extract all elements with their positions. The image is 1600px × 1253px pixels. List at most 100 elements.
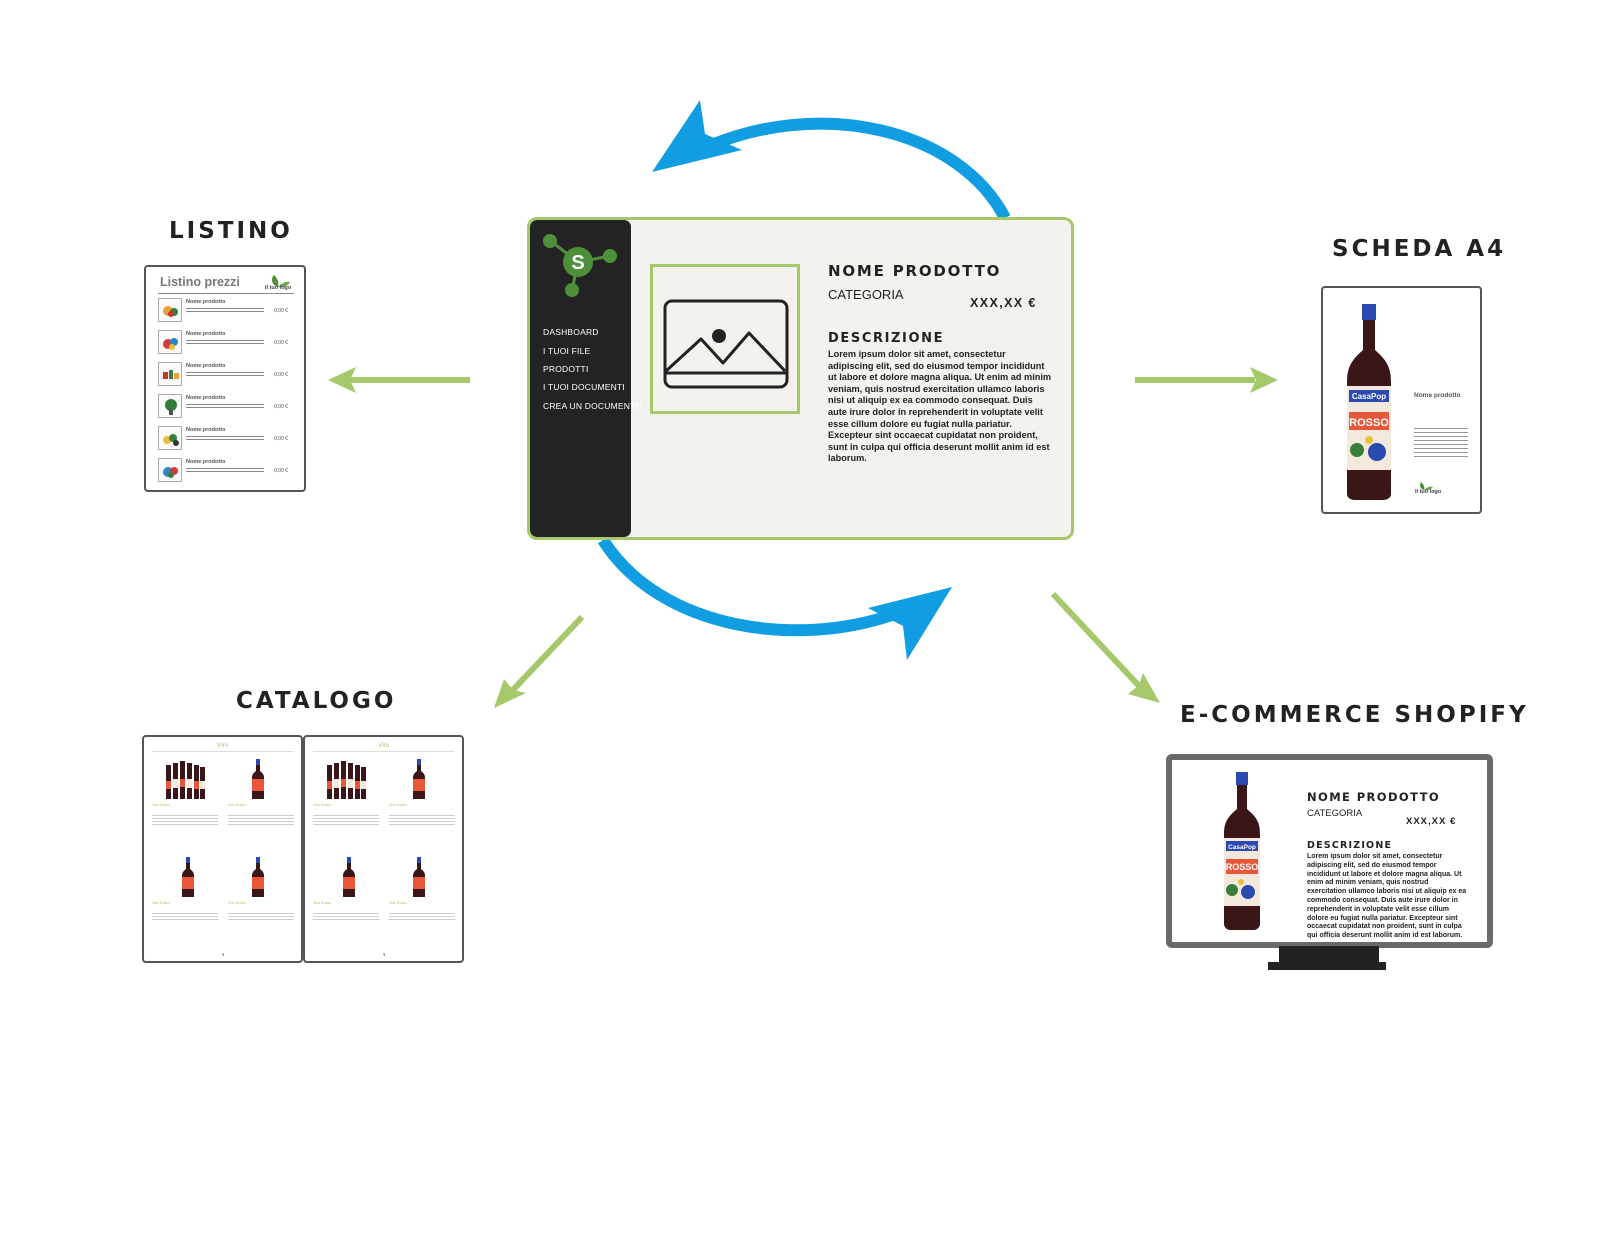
catalogo-item-title: Vino Rosso bbox=[152, 803, 170, 807]
cycle-arrow-bottom bbox=[597, 536, 903, 637]
catalogo-item: Vino Rosso bbox=[313, 759, 383, 849]
leaf-logo-icon bbox=[271, 275, 290, 288]
listino-row: Nome prodotto 0,00 € bbox=[158, 330, 296, 356]
cycle-arrow-bottom-head bbox=[868, 587, 952, 660]
wine-bottles-group-icon bbox=[327, 761, 366, 799]
app-logo-icon: S bbox=[543, 234, 617, 297]
wine-bottle-icon bbox=[413, 759, 425, 799]
arrow-to-shopify bbox=[1050, 591, 1160, 703]
wine-bottle-icon bbox=[343, 857, 355, 897]
listino-row-price: 0,00 € bbox=[274, 372, 288, 378]
catalogo-item: Vino Rosso bbox=[313, 857, 383, 947]
app-product-name: NOME PRODOTTO bbox=[828, 262, 1002, 280]
listino-document: Listino prezzi Il tuo logo Nome prodotto… bbox=[144, 265, 306, 492]
product-thumb bbox=[158, 330, 182, 354]
title-scheda-a4: SCHEDA A4 bbox=[1332, 236, 1507, 262]
catalogo-item: Vino Rosso bbox=[152, 857, 222, 947]
listino-row: Nome prodotto 0,00 € bbox=[158, 394, 296, 420]
listino-row-price: 0,00 € bbox=[274, 308, 288, 314]
wine-bottles-group-icon bbox=[166, 761, 205, 799]
monitor-stand-neck bbox=[1279, 946, 1379, 964]
listino-row-price: 0,00 € bbox=[274, 436, 288, 442]
app-description-title: DESCRIZIONE bbox=[828, 331, 945, 346]
wine-bottle-icon: CasaPop ROSSO bbox=[1347, 304, 1391, 500]
listino-row: Nome prodotto 0,00 € bbox=[158, 362, 296, 388]
wine-bottle-icon bbox=[252, 857, 264, 897]
cycle-arrow-top bbox=[697, 117, 1011, 221]
listino-title: Listino prezzi bbox=[160, 275, 240, 289]
menu-item-i-tuoi-documenti[interactable]: I TUOI DOCUMENTI bbox=[543, 382, 625, 392]
listino-row-price: 0,00 € bbox=[274, 468, 288, 474]
title-catalogo: CATALOGO bbox=[236, 688, 397, 714]
shop-price: XXX,XX € bbox=[1406, 816, 1457, 827]
product-thumb bbox=[158, 298, 182, 322]
product-thumb bbox=[158, 426, 182, 450]
cycle-arrow-top-head bbox=[652, 100, 742, 172]
app-sidebar: S DASHBOARD I TUOI FILE PRODOTTI I TUOI … bbox=[530, 220, 642, 537]
listino-row-price: 0,00 € bbox=[274, 404, 288, 410]
monitor-stand-base bbox=[1268, 962, 1386, 970]
catalogo-item: Vino Rosso bbox=[389, 759, 459, 849]
listino-row-name: Nome prodotto bbox=[186, 331, 226, 337]
catalogo-item: Vino Rosso bbox=[152, 759, 222, 849]
catalogo-item-title: Vino Rosso bbox=[389, 803, 407, 807]
app-logo-letter: S bbox=[571, 252, 584, 274]
listino-row-name: Nome prodotto bbox=[186, 363, 226, 369]
wine-bottle-icon bbox=[182, 857, 194, 897]
listino-row: Nome prodotto 0,00 € bbox=[158, 458, 296, 484]
catalogo-item: Vino Rosso bbox=[389, 857, 459, 947]
leaf-logo-icon bbox=[1420, 482, 1433, 491]
listino-row-price: 0,00 € bbox=[274, 340, 288, 346]
wine-bottle-icon: CasaPop ROSSO bbox=[1224, 772, 1260, 930]
menu-item-crea-un-documento[interactable]: CREA UN DOCUMENTO bbox=[543, 401, 643, 411]
shop-description-text: Lorem ipsum dolor sit amet, consectetur … bbox=[1307, 853, 1467, 940]
catalogo-page-right: Vini Vino Rosso Vino Rosso Vino Rosso bbox=[303, 735, 464, 963]
product-thumb bbox=[158, 458, 182, 482]
listino-row-name: Nome prodotto bbox=[186, 427, 226, 433]
product-thumb bbox=[158, 362, 182, 386]
shop-product-name: NOME PRODOTTO bbox=[1307, 790, 1441, 804]
listino-row-name: Nome prodotto bbox=[186, 299, 226, 305]
catalogo-item: Vino Rosso bbox=[228, 759, 298, 849]
catalogo-item-title: Vino Rosso bbox=[313, 901, 331, 905]
leaf-logo-icon bbox=[383, 953, 385, 956]
catalogo-page-heading: Vini bbox=[378, 742, 389, 749]
shop-description-title: DESCRIZIONE bbox=[1307, 840, 1393, 851]
wine-bottle-icon bbox=[413, 857, 425, 897]
ecommerce-monitor: CasaPop ROSSO NOME PRODOTTO CATEGORIA XX… bbox=[1166, 754, 1493, 948]
catalogo-page-left: Vini Vino Rosso Vino Rosso Vino Rosso bbox=[142, 735, 303, 963]
app-window: S DASHBOARD I TUOI FILE PRODOTTI I TUOI … bbox=[527, 217, 1074, 540]
listino-row-name: Nome prodotto bbox=[186, 459, 226, 465]
bottle-label: ROSSO bbox=[1226, 862, 1259, 872]
menu-item-prodotti[interactable]: PRODOTTI bbox=[543, 364, 589, 374]
bottle-brand: CasaPop bbox=[1228, 844, 1256, 851]
scheda-product-name: Nome prodotto bbox=[1414, 392, 1461, 399]
title-listino: LISTINO bbox=[169, 218, 293, 244]
shop-category: CATEGORIA bbox=[1307, 808, 1363, 819]
title-ecommerce-shopify: E-COMMERCE SHOPIFY bbox=[1180, 702, 1529, 728]
catalogo-item-title: Vino Rosso bbox=[389, 901, 407, 905]
app-price: XXX,XX € bbox=[970, 296, 1037, 310]
image-placeholder-icon bbox=[663, 299, 789, 389]
catalogo-item-title: Vino Rosso bbox=[152, 901, 170, 905]
bottle-label: ROSSO bbox=[1349, 417, 1389, 429]
leaf-logo-icon bbox=[222, 953, 224, 956]
wine-bottle-icon bbox=[252, 759, 264, 799]
product-image-placeholder[interactable] bbox=[650, 264, 800, 414]
arrow-to-scheda bbox=[1135, 367, 1278, 393]
bottle-brand: CasaPop bbox=[1352, 392, 1386, 401]
catalogo-item-title: Vino Rosso bbox=[313, 803, 331, 807]
product-thumb bbox=[158, 394, 182, 418]
listino-divider bbox=[158, 293, 294, 294]
menu-item-dashboard[interactable]: DASHBOARD bbox=[543, 327, 599, 337]
scheda-logo-text: Il tuo logo bbox=[1415, 489, 1442, 495]
listino-row: Nome prodotto 0,00 € bbox=[158, 426, 296, 452]
app-description-text: Lorem ipsum dolor sit amet, consectetur … bbox=[828, 349, 1052, 464]
catalogo-item-title: Vino Rosso bbox=[228, 803, 246, 807]
scheda-a4-document: CasaPop ROSSO Nome prodotto Il tuo logo bbox=[1321, 286, 1482, 514]
menu-item-i-tuoi-file[interactable]: I TUOI FILE bbox=[543, 346, 591, 356]
listino-row-name: Nome prodotto bbox=[186, 395, 226, 401]
catalogo-item-title: Vino Rosso bbox=[228, 901, 246, 905]
app-category: CATEGORIA bbox=[828, 287, 904, 302]
